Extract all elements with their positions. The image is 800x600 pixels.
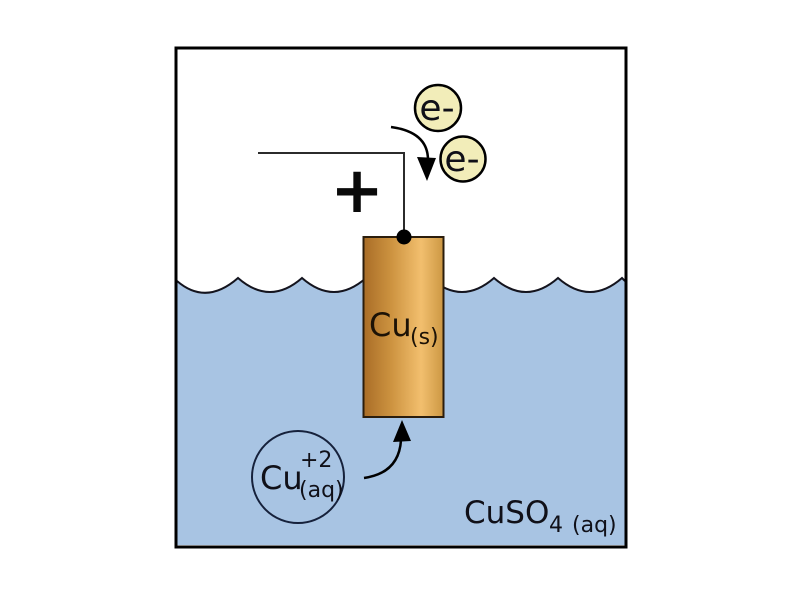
electron-circle-1 <box>413 83 463 133</box>
solution-label-state: (aq) <box>572 513 617 538</box>
copper-ion-circle <box>251 430 345 524</box>
copper-electrode <box>362 236 445 418</box>
electron-label-1: e- <box>419 88 454 129</box>
wire <box>258 152 405 237</box>
solution-label: CuSO <box>464 495 549 531</box>
electrode-label-state: (s) <box>410 325 439 350</box>
electron-label-2: e- <box>444 139 479 180</box>
solution-label-subscript: 4 <box>549 513 563 538</box>
ion-arrowhead <box>393 420 411 442</box>
beaker-frame <box>174 46 628 549</box>
electron-flow-arrow <box>390 125 430 161</box>
electrode-label: Cu <box>369 306 412 344</box>
positive-terminal-sign: + <box>330 154 384 228</box>
ion-arrow <box>363 439 403 480</box>
electron-flow-arrowhead <box>417 157 436 181</box>
ion-label: Cu <box>260 459 303 497</box>
wire-contact-dot <box>396 229 412 245</box>
ion-label-state: (aq) <box>299 478 344 503</box>
ion-label-charge: +2 <box>300 448 332 473</box>
electron-circle-2 <box>439 135 487 183</box>
